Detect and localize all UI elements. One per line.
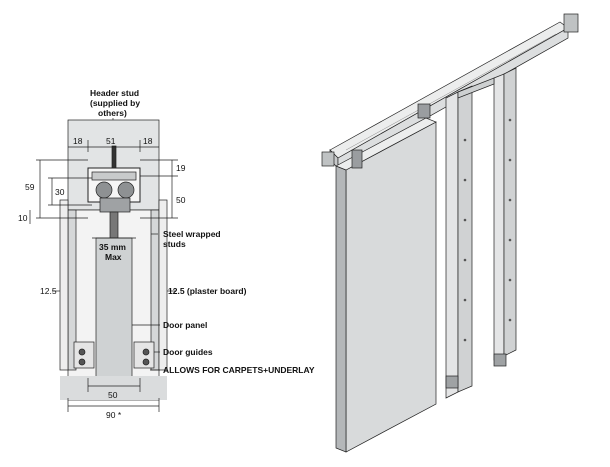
dim-90: 90 * bbox=[106, 410, 122, 420]
track-end-cap bbox=[321, 151, 335, 167]
dim-19: 19 bbox=[176, 163, 186, 173]
dim-50-bottom: 50 bbox=[108, 390, 118, 400]
label-steel-wrapped-2: studs bbox=[163, 239, 186, 249]
door-hanger-2 bbox=[417, 103, 431, 119]
roller-right bbox=[117, 181, 135, 199]
left-plaster-board bbox=[59, 199, 69, 371]
floor-guide-left bbox=[445, 375, 459, 389]
dim-51: 51 bbox=[106, 136, 116, 146]
track-end-bracket bbox=[563, 13, 579, 33]
label-header-stud-2: (supplied by bbox=[90, 98, 140, 108]
label-header-stud-1: Header stud bbox=[90, 88, 139, 98]
hanger-bolt bbox=[109, 211, 119, 241]
dim-59: 59 bbox=[25, 182, 35, 192]
label-header-stud-3: others) bbox=[98, 108, 127, 118]
dim-50-right: 50 bbox=[176, 195, 186, 205]
roller-left bbox=[95, 181, 113, 199]
annotation-labels: Header stud (supplied by others) Steel w… bbox=[90, 88, 315, 375]
dim-18-left: 18 bbox=[73, 136, 83, 146]
jamb-stud-left bbox=[445, 91, 459, 399]
door-panel-3d bbox=[345, 121, 437, 453]
label-plaster-board: 12.5 (plaster board) bbox=[168, 286, 247, 296]
dim-30: 30 bbox=[55, 187, 65, 197]
label-35mm: 35 mm bbox=[99, 242, 126, 252]
label-steel-wrapped-1: Steel wrapped bbox=[163, 229, 221, 239]
cross-section-view bbox=[29, 118, 178, 412]
dim-10: 10 bbox=[18, 213, 28, 223]
label-max: Max bbox=[105, 252, 122, 262]
dimension-labels: 18 51 18 59 30 10 19 50 12.5 50 90 * bbox=[18, 136, 186, 420]
dim-18-right: 18 bbox=[143, 136, 153, 146]
floor-guide-right bbox=[493, 353, 507, 367]
label-door-guides: Door guides bbox=[163, 347, 213, 357]
label-door-panel: Door panel bbox=[163, 320, 207, 330]
label-carpets-note: ALLOWS FOR CARPETS+UNDERLAY bbox=[163, 365, 315, 375]
jamb-stud-right bbox=[493, 73, 505, 361]
floor-carpet bbox=[60, 376, 167, 400]
right-plaster-board bbox=[158, 199, 168, 371]
door-hanger bbox=[351, 149, 363, 169]
dim-12-5-left: 12.5 bbox=[40, 286, 57, 296]
fixing-screw bbox=[111, 145, 117, 169]
isometric-view bbox=[321, 13, 579, 453]
